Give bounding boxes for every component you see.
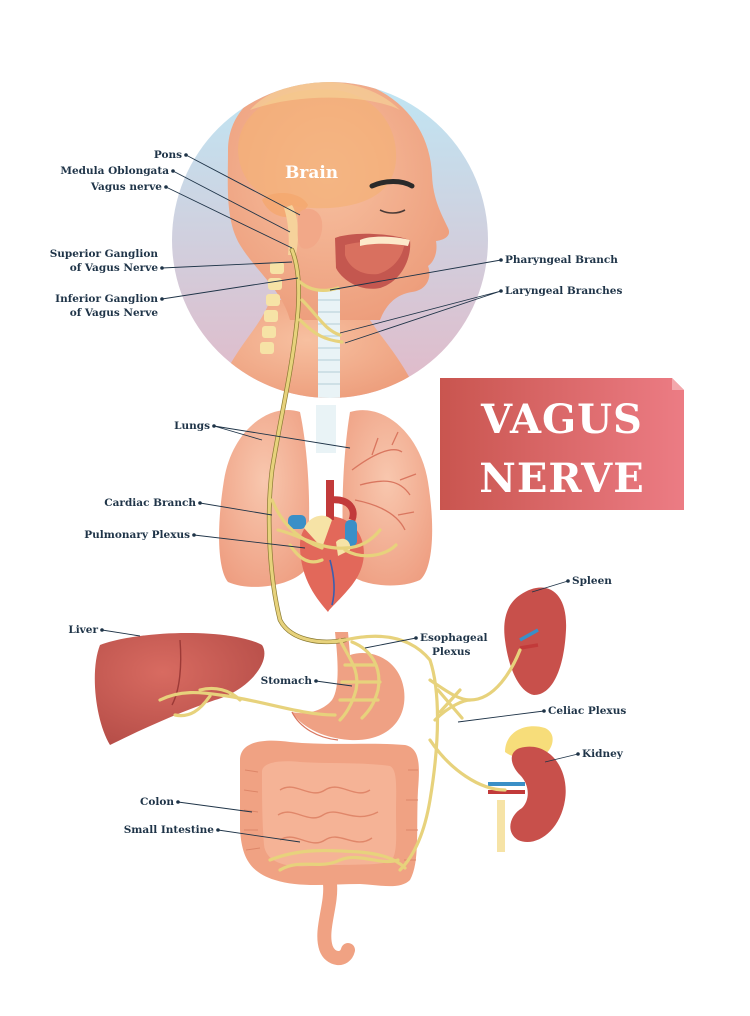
svg-text:Colon: Colon xyxy=(140,796,174,808)
svg-text:Vagus nerve: Vagus nerve xyxy=(90,181,162,193)
svg-text:Kidney: Kidney xyxy=(582,748,624,760)
label-stomach: Stomach xyxy=(261,675,353,687)
label-esophageal-plexus: Esophageal Plexus xyxy=(364,632,488,658)
label-inferior-ganglion: Inferior Ganglion of Vagus Nerve xyxy=(55,277,299,319)
svg-text:Medula Oblongata: Medula Oblongata xyxy=(60,165,169,177)
svg-text:Lungs: Lungs xyxy=(174,420,210,432)
svg-text:Laryngeal Branches: Laryngeal Branches xyxy=(505,285,622,297)
lungs-illustration xyxy=(219,405,433,587)
svg-text:Liver: Liver xyxy=(68,624,98,636)
svg-text:Pulmonary Plexus: Pulmonary Plexus xyxy=(84,529,190,541)
title-line-1: VAGUS xyxy=(480,396,643,443)
label-lungs: Lungs xyxy=(174,420,351,449)
label-pulmonary-plexus: Pulmonary Plexus xyxy=(84,529,306,549)
svg-text:Cardiac Branch: Cardiac Branch xyxy=(104,497,196,509)
svg-text:Pons: Pons xyxy=(154,149,182,161)
label-kidney: Kidney xyxy=(544,748,624,763)
svg-text:Superior Ganglion: Superior Ganglion xyxy=(50,248,159,260)
label-colon: Colon xyxy=(140,796,253,813)
spleen-illustration xyxy=(504,587,567,695)
svg-text:Spleen: Spleen xyxy=(572,575,612,587)
intestines-illustration xyxy=(240,740,419,965)
heart-illustration xyxy=(288,480,364,612)
label-celiac-plexus: Celiac Plexus xyxy=(457,705,626,723)
vagus-nerve-paths xyxy=(158,247,522,872)
label-cardiac-branch: Cardiac Branch xyxy=(104,497,273,516)
svg-text:Plexus: Plexus xyxy=(432,646,470,658)
label-superior-ganglion: Superior Ganglion of Vagus Nerve xyxy=(50,248,293,274)
title-line-2: NERVE xyxy=(479,455,644,502)
label-pharyngeal-branch: Pharyngeal Branch xyxy=(329,254,618,291)
title-card: VAGUS NERVE xyxy=(440,378,684,510)
label-liver: Liver xyxy=(68,624,141,637)
svg-text:Inferior Ganglion: Inferior Ganglion xyxy=(55,293,158,305)
svg-text:Pharyngeal Branch: Pharyngeal Branch xyxy=(505,254,618,266)
svg-text:Stomach: Stomach xyxy=(261,675,313,687)
label-vagus-nerve: Vagus nerve xyxy=(90,181,293,249)
label-small-intestine: Small Intestine xyxy=(124,824,301,843)
svg-text:Esophageal: Esophageal xyxy=(420,632,488,644)
liver-illustration xyxy=(94,632,265,745)
label-pons: Pons xyxy=(154,149,301,216)
svg-text:of Vagus Nerve: of Vagus Nerve xyxy=(70,262,159,274)
brain-label: Brain xyxy=(285,163,338,183)
label-laryngeal-branches: Laryngeal Branches xyxy=(339,285,622,344)
label-spleen: Spleen xyxy=(531,575,612,593)
svg-text:Celiac Plexus: Celiac Plexus xyxy=(548,705,626,717)
svg-text:of Vagus Nerve: of Vagus Nerve xyxy=(70,307,159,319)
head-illustration: Brain xyxy=(172,82,488,398)
kidney-illustration xyxy=(488,726,566,852)
svg-text:Small Intestine: Small Intestine xyxy=(124,824,215,836)
label-medulla: Medula Oblongata xyxy=(60,165,291,233)
